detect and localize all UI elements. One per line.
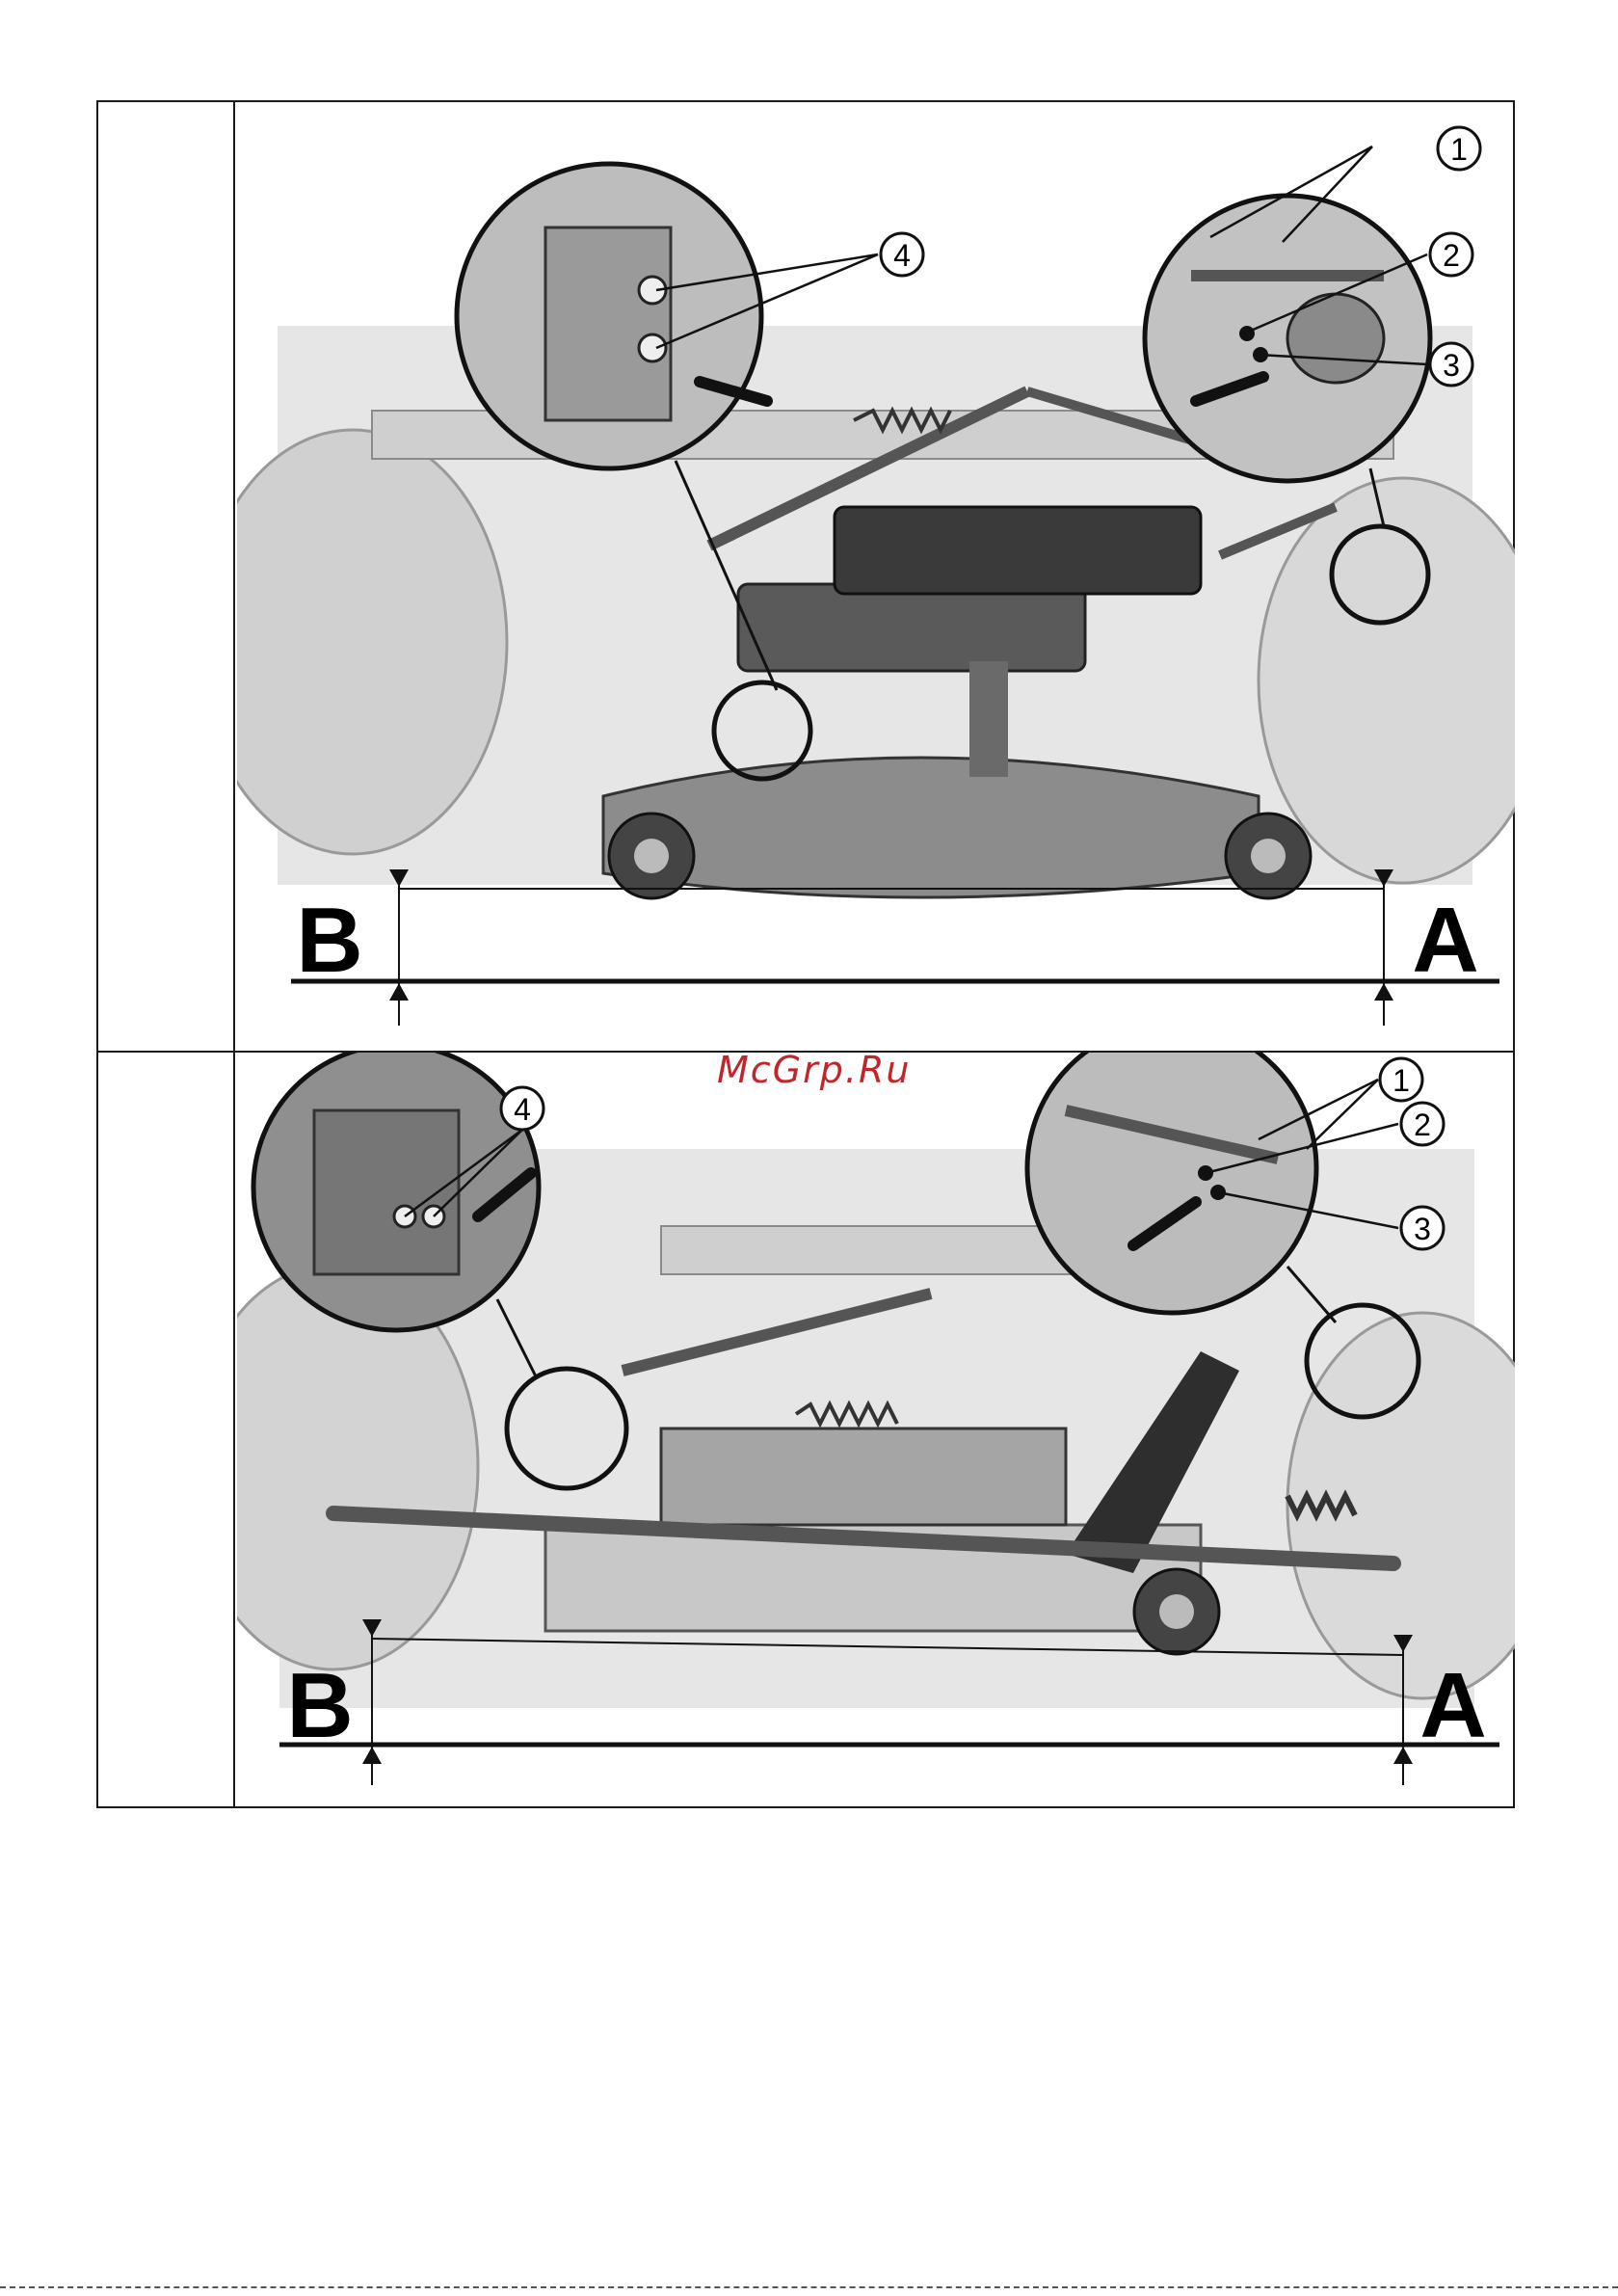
callout-2: 2 (1430, 233, 1472, 276)
row-label-cell-top (98, 102, 235, 1051)
mower-deck-illustration-top: 1 2 3 4 (237, 102, 1515, 1051)
figure-row-top: 1 2 3 4 (98, 102, 1513, 1053)
arrow-a-bottom (1393, 1747, 1413, 1764)
spindle (969, 661, 1008, 777)
svg-text:2: 2 (1443, 238, 1460, 273)
svg-text:4: 4 (893, 238, 911, 273)
deck-wheel-hub (1159, 1594, 1194, 1629)
callout-1: 1 (1438, 127, 1480, 170)
svg-text:1: 1 (1393, 1063, 1410, 1098)
page-frame: 1 2 3 4 (96, 100, 1515, 1808)
watermark: McGrp.Ru (717, 1049, 911, 1091)
callout-2: 2 (1401, 1103, 1444, 1145)
figure-top: 1 2 3 4 (237, 102, 1513, 1051)
deck-wheel-rear-hub (1251, 839, 1286, 873)
svg-text:2: 2 (1414, 1108, 1431, 1142)
figure-row-bottom: 1 2 3 4 (98, 1053, 1513, 1806)
mower-deck-illustration-bottom: 1 2 3 4 (237, 1053, 1515, 1804)
height-label-a: A (1412, 889, 1478, 992)
magnified-detail-right (1027, 1053, 1316, 1313)
deck-housing (661, 1428, 1066, 1525)
callout-4: 4 (501, 1087, 544, 1130)
engine-cover (835, 507, 1201, 594)
arrow-b-bottom (389, 983, 409, 1001)
svg-text:4: 4 (514, 1092, 531, 1127)
bracket-plate (545, 227, 671, 420)
height-label-a: A (1419, 1654, 1486, 1757)
figure-bottom: 1 2 3 4 (237, 1053, 1513, 1806)
deck-wheel-front-hub (634, 839, 669, 873)
svg-text:3: 3 (1443, 348, 1460, 383)
row-label-cell-bottom (98, 1053, 235, 1806)
arrow-a-bottom (1374, 983, 1393, 1001)
callout-4: 4 (881, 233, 923, 276)
height-label-b: B (296, 889, 362, 992)
callout-1: 1 (1380, 1058, 1422, 1101)
page-bottom-rule (0, 2286, 1618, 2288)
mower-deck (603, 758, 1259, 897)
callout-3: 3 (1401, 1207, 1444, 1249)
svg-text:3: 3 (1414, 1212, 1431, 1246)
height-label-b: B (286, 1654, 353, 1757)
arrow-b-bottom (362, 1747, 382, 1764)
callout-3: 3 (1430, 343, 1472, 386)
svg-text:1: 1 (1450, 132, 1468, 167)
deck-housing (738, 584, 1085, 671)
bolt-lower (639, 334, 666, 361)
